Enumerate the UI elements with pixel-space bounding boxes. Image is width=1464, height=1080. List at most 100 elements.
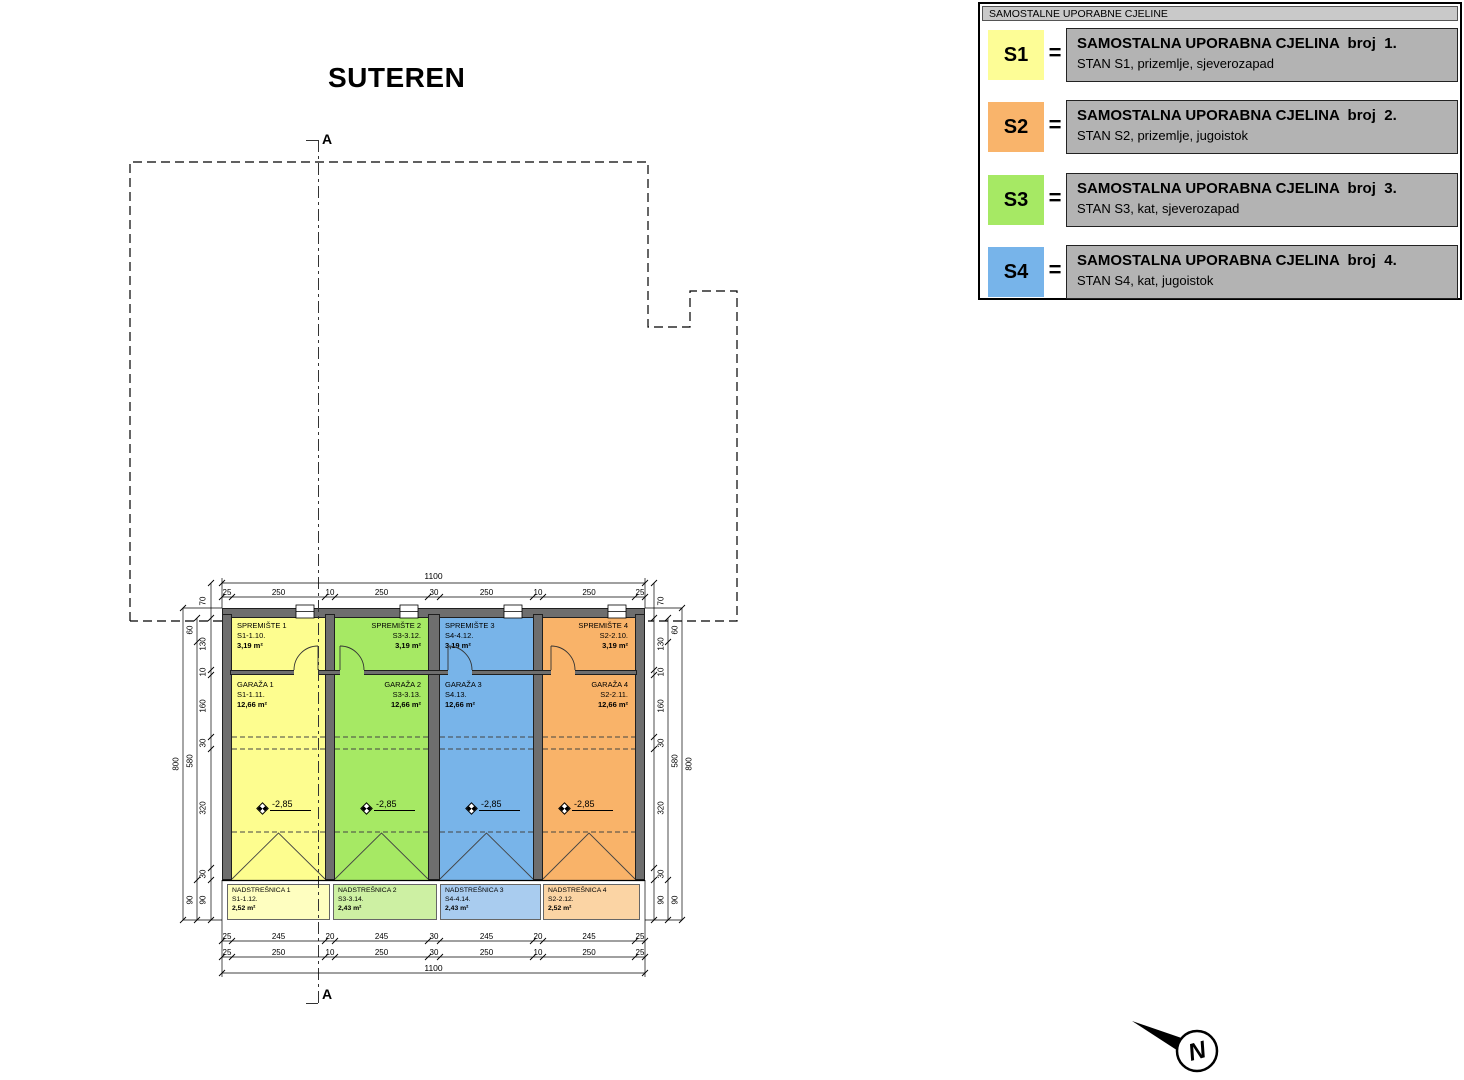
room-code: S2-2.11.: [600, 689, 628, 699]
wall-partition-2: [428, 614, 440, 880]
dim-top-3: 250: [374, 588, 389, 597]
dim-top-6: 10: [533, 588, 543, 597]
equals-sign: =: [1048, 40, 1062, 65]
dim-bottom-total: 1100: [424, 963, 443, 973]
dim-top-2: 10: [325, 588, 335, 597]
dim-right-5: 320: [656, 801, 666, 815]
legend-title: SAMOSTALNA UPORABNA CJELINA broj 1.: [1077, 35, 1397, 52]
dim-top-8: 25: [635, 588, 645, 597]
dim-left-5: 320: [198, 801, 208, 815]
room-name: NADSTREŠNICA 2: [338, 887, 397, 894]
room-code: S1-1.10.: [237, 630, 266, 640]
dim-right-mid-1: 580: [670, 754, 680, 768]
room-area: 3,19 m²: [602, 640, 628, 650]
wall-partition-3: [533, 614, 543, 880]
legend-swatch-s2: S2: [988, 102, 1044, 152]
room-code: S1-1.12.: [232, 895, 258, 903]
legend: SAMOSTALNE UPORABNE CJELINE S1 = SAMOSTA…: [978, 2, 1462, 300]
dim-left-3: 160: [198, 699, 208, 713]
dim-bot2-5: 250: [479, 948, 494, 957]
nadstresnica-4: NADSTREŠNICA 4 S2-2.12. 2,52 m²: [543, 884, 640, 920]
room-area: 12,66 m²: [597, 699, 628, 709]
room-area: 3,19 m²: [445, 640, 471, 650]
north-arrow-icon: N: [1132, 1021, 1219, 1073]
room-garaza-4: GARAŽA 4 S2-2.11. 12,66 m²: [543, 675, 635, 880]
legend-desc-s2: SAMOSTALNA UPORABNA CJELINA broj 2. STAN…: [1066, 100, 1458, 154]
dim-left-outer-0: 800: [171, 757, 181, 771]
door-opening: [448, 670, 472, 675]
level-value: -2,85: [479, 799, 520, 811]
dim-bot1-2: 20: [325, 932, 335, 941]
room-name: NADSTREŠNICA 3: [445, 887, 504, 894]
dim-bot2-6: 10: [533, 948, 543, 957]
room-area: 2,43 m²: [338, 904, 362, 912]
legend-subtitle: STAN S2, prizemlje, jugoistok: [1077, 128, 1248, 143]
dim-right-0: 70: [656, 596, 666, 606]
legend-desc-s1: SAMOSTALNA UPORABNA CJELINA broj 1. STAN…: [1066, 28, 1458, 82]
equals-sign: =: [1048, 112, 1062, 137]
legend-subtitle: STAN S1, prizemlje, sjeverozapad: [1077, 56, 1275, 71]
room-spremiste-4: SPREMIŠTE 4 S2-2.10. 3,19 m²: [543, 618, 635, 670]
room-spremiste-2: SPREMIŠTE 2 S3-3.12. 3,19 m²: [335, 618, 428, 670]
room-name: GARAŽA 3: [445, 680, 482, 689]
legend-subtitle: STAN S3, kat, sjeverozapad: [1077, 201, 1240, 216]
legend-swatch-s3: S3: [988, 175, 1044, 225]
room-name: GARAŽA 1: [237, 680, 274, 689]
room-area: 3,19 m²: [395, 640, 421, 650]
dim-top-total: 1100: [424, 571, 443, 581]
room-name: NADSTREŠNICA 4: [548, 887, 607, 894]
dim-bot2-3: 250: [374, 948, 389, 957]
dim-bot1-5: 245: [479, 932, 494, 941]
dim-top-5: 250: [479, 588, 494, 597]
room-name: GARAŽA 4: [591, 680, 628, 689]
dim-right-mid-0: 60: [670, 625, 680, 635]
room-garaza-2: GARAŽA 2 S3-3.13. 12,66 m²: [335, 675, 428, 880]
dim-right-4: 30: [656, 738, 666, 748]
legend-swatch-s4: S4: [988, 247, 1044, 297]
room-spremiste-1: SPREMIŠTE 1 S1-1.10. 3,19 m²: [232, 618, 325, 670]
door-opening: [551, 670, 575, 675]
room-code: S2-2.12.: [548, 895, 574, 903]
dim-left-mid-2: 90: [185, 895, 195, 905]
section-label-top: A: [322, 131, 333, 147]
dim-left-mid-1: 580: [185, 754, 195, 768]
dim-bot2-2: 10: [325, 948, 335, 957]
dim-right-outer-0: 800: [684, 757, 694, 771]
level-value: -2,85: [374, 799, 415, 811]
dim-left-4: 30: [198, 738, 208, 748]
nadstresnica-3: NADSTREŠNICA 3 S4-4.14. 2,43 m²: [440, 884, 541, 920]
dim-left-mid-0: 60: [185, 625, 195, 635]
legend-desc-s3: SAMOSTALNA UPORABNA CJELINA broj 3. STAN…: [1066, 173, 1458, 227]
room-garaza-3: GARAŽA 3 S4.13. 12,66 m²: [440, 675, 533, 880]
equals-sign: =: [1048, 257, 1062, 282]
level-value: -2,85: [572, 799, 613, 811]
wall-partition-1: [325, 614, 335, 880]
dim-bot1-6: 20: [533, 932, 543, 941]
room-code: S3-3.12.: [392, 630, 421, 640]
dim-bot1-3: 245: [374, 932, 389, 941]
dim-top-1: 250: [271, 588, 286, 597]
legend-title: SAMOSTALNA UPORABNA CJELINA broj 2.: [1077, 107, 1397, 124]
dim-right-mid-2: 90: [670, 895, 680, 905]
room-area: 2,43 m²: [445, 904, 469, 912]
site-boundary-line: [129, 161, 738, 622]
wall-right: [635, 614, 645, 880]
dim-top-0: 25: [222, 588, 232, 597]
room-area: 2,52 m²: [232, 904, 256, 912]
room-spremiste-3: SPREMIŠTE 3 S4-4.12. 3,19 m²: [440, 618, 533, 670]
dim-left-6: 30: [198, 869, 208, 879]
nadstresnica-2: NADSTREŠNICA 2 S3-3.14. 2,43 m²: [333, 884, 437, 920]
dim-right-6: 30: [656, 869, 666, 879]
legend-row-s4: S4 = SAMOSTALNA UPORABNA CJELINA broj 4.…: [980, 245, 1460, 299]
legend-subtitle: STAN S4, kat, jugoistok: [1077, 273, 1214, 288]
legend-title: SAMOSTALNA UPORABNA CJELINA broj 3.: [1077, 180, 1397, 197]
dim-bot1-4: 30: [429, 932, 439, 941]
room-area: 12,66 m²: [390, 699, 421, 709]
dim-bot2-0: 25: [222, 948, 232, 957]
nadstresnica-1: NADSTREŠNICA 1 S1-1.12. 2,52 m²: [227, 884, 330, 920]
level-value: -2,85: [270, 799, 311, 811]
room-name: SPREMIŠTE 2: [371, 621, 421, 630]
dim-bot1-7: 245: [582, 932, 596, 941]
legend-title: SAMOSTALNA UPORABNA CJELINA broj 4.: [1077, 252, 1397, 269]
